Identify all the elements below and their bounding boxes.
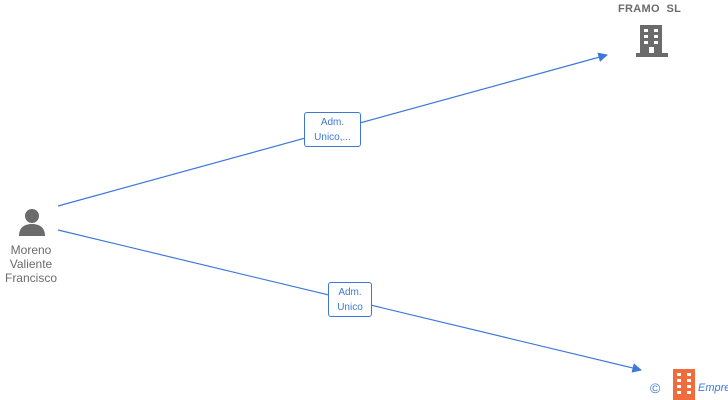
company-name-framo[interactable]: FRAMO SL bbox=[618, 3, 682, 15]
copyright-symbol: © bbox=[650, 380, 661, 396]
brand-watermark: Empresia bbox=[698, 382, 728, 394]
building-icon[interactable] bbox=[636, 23, 668, 57]
edge-label-line1: Adm. bbox=[338, 287, 362, 298]
edge-label-line2: Unico bbox=[337, 302, 363, 313]
building-icon[interactable] bbox=[671, 369, 697, 400]
edge-label-line1: Adm. bbox=[320, 117, 345, 128]
edge-label-line2: Unico,... bbox=[314, 132, 351, 143]
person-name-line3: Francisco bbox=[4, 271, 57, 285]
person-name-line1: Moreno bbox=[10, 243, 52, 257]
person-name-line2: Valiente bbox=[9, 257, 53, 271]
person-icon[interactable] bbox=[17, 207, 47, 237]
person-name[interactable]: Moreno Valiente Francisco bbox=[0, 243, 62, 285]
edge-label-framo[interactable]: Adm. Unico,... bbox=[304, 112, 361, 147]
edge-label-second-company[interactable]: Adm. Unico bbox=[328, 282, 372, 317]
